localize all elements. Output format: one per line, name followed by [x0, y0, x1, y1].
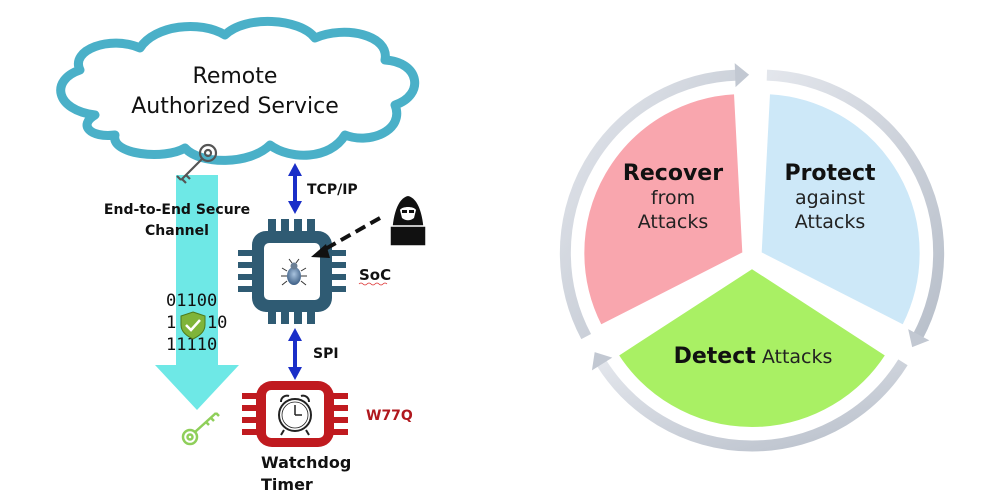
binary-row: 11110	[166, 335, 217, 355]
recover-line2: from	[651, 187, 695, 209]
wdt-part-label: W77Q	[366, 408, 413, 424]
tcp-ip-label: TCP/IP	[307, 182, 358, 198]
spellcheck-underline	[358, 282, 388, 286]
detect-label: Detect Attacks	[674, 344, 833, 369]
key-icon-green	[181, 412, 220, 446]
soc-chip-icon	[238, 219, 346, 324]
key-icon-gray	[176, 143, 218, 184]
wdt-label-line2: Timer	[261, 475, 313, 494]
alarm-clock-icon	[278, 394, 312, 436]
cloud-remote-service	[56, 16, 420, 165]
hacker-icon	[389, 196, 427, 247]
protect-line3: Attacks	[795, 211, 866, 233]
tcp-ip-link-arrow	[288, 163, 302, 214]
recover-line3: Attacks	[638, 211, 709, 233]
detect-bold: Detect	[674, 344, 757, 369]
recover-segment	[582, 92, 745, 327]
soc-label: SoC	[359, 266, 391, 284]
detect-arrowhead	[591, 352, 613, 371]
recover-arrowhead	[734, 63, 750, 88]
spi-link-arrow	[288, 328, 302, 380]
detect-ring-arrow	[596, 359, 908, 452]
detect-segment	[616, 266, 888, 429]
security-cycle	[559, 63, 945, 452]
channel-label-line1: End-to-End Secure	[104, 202, 250, 218]
cloud-label-line2: Authorized Service	[131, 94, 339, 119]
recover-label: Recover	[623, 161, 723, 186]
channel-label-line2: Channel	[145, 223, 209, 239]
bug-icon	[281, 258, 307, 286]
protect-label: Protect	[784, 161, 876, 186]
protect-line2: against	[795, 187, 865, 209]
protect-ring-arrow	[766, 69, 945, 340]
protect-segment	[759, 92, 922, 327]
attack-arrow	[311, 216, 381, 258]
wdt-label-line1: Watchdog	[261, 453, 351, 472]
shield-check-icon	[180, 311, 206, 340]
cloud-label-line1: Remote	[193, 64, 278, 89]
recover-ring-arrow	[559, 69, 738, 340]
binary-row: 01100	[166, 291, 217, 311]
detect-rest: Attacks	[756, 346, 833, 368]
spi-label: SPI	[313, 346, 339, 362]
protect-arrowhead	[908, 329, 930, 348]
